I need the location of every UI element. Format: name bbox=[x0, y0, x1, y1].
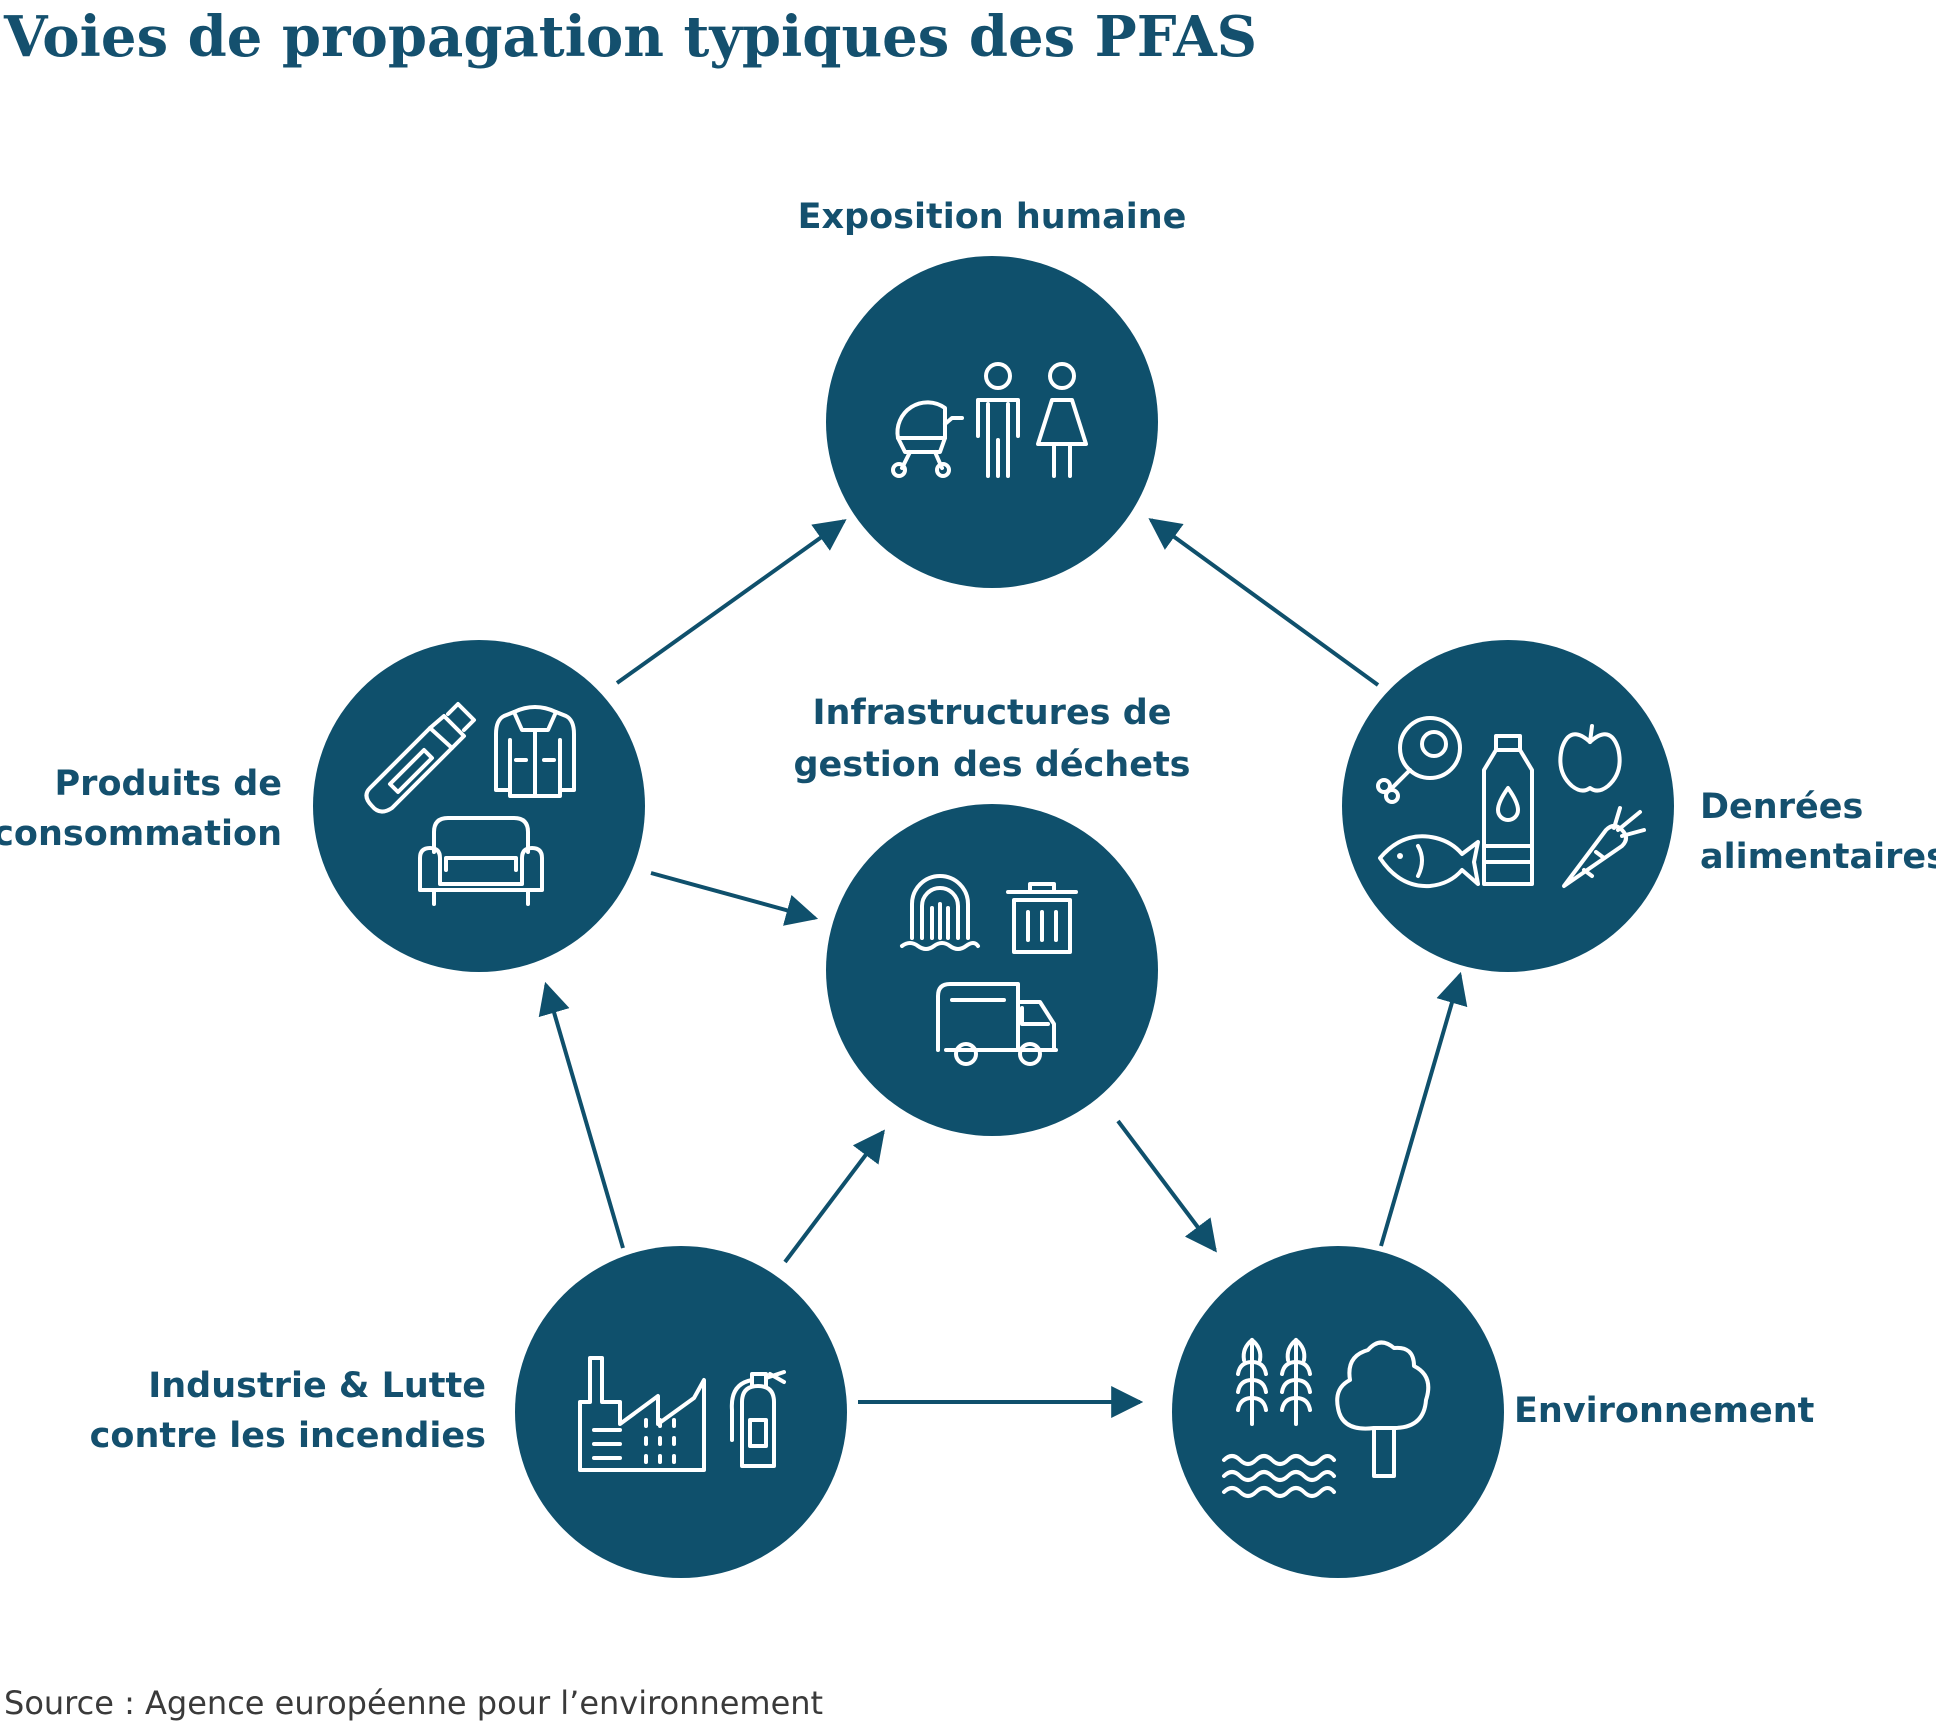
jacket-icon bbox=[494, 705, 576, 798]
edge-food-human bbox=[1148, 518, 1380, 687]
edge-environment-food bbox=[1379, 971, 1468, 1247]
sewage-icon bbox=[900, 874, 980, 951]
node-label-line-1: Produits de bbox=[55, 764, 282, 804]
node-label-line-1: Denrées bbox=[1700, 787, 1863, 827]
node-environment: Environnement bbox=[1172, 1246, 1814, 1578]
node-label-line-2: consommation bbox=[0, 814, 282, 854]
man-icon bbox=[976, 362, 1020, 478]
bottle-icon bbox=[1482, 734, 1534, 886]
woman-icon bbox=[1036, 362, 1088, 478]
carrot-icon bbox=[1562, 806, 1646, 888]
node-waste: Infrastructures de gestion des déchets bbox=[793, 693, 1191, 1136]
fish-icon bbox=[1378, 834, 1480, 889]
node-consumer: Produits de consommation bbox=[0, 640, 645, 972]
sofa-icon bbox=[418, 816, 544, 906]
node-label-line-1: Infrastructures de bbox=[813, 693, 1172, 733]
garbage-truck-icon bbox=[936, 982, 1058, 1066]
edge-industry-consumer bbox=[538, 981, 625, 1249]
node-industry: Industrie & Lutte contre les incendies bbox=[90, 1246, 847, 1578]
node-circle bbox=[826, 256, 1158, 588]
node-label-line-2: gestion des déchets bbox=[793, 745, 1190, 785]
page-title: Voies de propagation typiques des PFAS bbox=[3, 4, 1257, 70]
ham-icon bbox=[1376, 716, 1462, 804]
node-circle bbox=[515, 1246, 847, 1578]
node-circle bbox=[1342, 640, 1674, 972]
edge-consumer-human bbox=[615, 519, 847, 685]
apple-icon bbox=[1558, 724, 1622, 793]
water-icon bbox=[1222, 1454, 1336, 1498]
node-label-line-2: alimentaires bbox=[1700, 837, 1936, 877]
node-label: Environnement bbox=[1514, 1391, 1814, 1431]
node-label: Exposition humaine bbox=[798, 197, 1187, 237]
tube-icon bbox=[364, 702, 476, 814]
wheat-icon bbox=[1236, 1338, 1312, 1426]
baby-stroller-icon bbox=[891, 400, 964, 478]
edges bbox=[538, 518, 1468, 1418]
tree-icon bbox=[1335, 1340, 1431, 1478]
node-circle bbox=[826, 804, 1158, 1136]
fire-extinguisher-icon bbox=[729, 1370, 786, 1468]
node-label-line-1: Industrie & Lutte bbox=[148, 1366, 486, 1406]
edge-industry-waste bbox=[783, 1129, 885, 1264]
node-food: Denrées alimentaires bbox=[1342, 640, 1936, 972]
trash-bin-icon bbox=[1006, 882, 1078, 954]
node-label-line-2: contre les incendies bbox=[90, 1416, 486, 1456]
edge-consumer-waste bbox=[650, 871, 819, 926]
node-circle bbox=[313, 640, 645, 972]
source-note: Source : Agence européenne pour l’enviro… bbox=[4, 1684, 823, 1722]
factory-icon bbox=[578, 1356, 706, 1472]
edge-waste-environment bbox=[1116, 1119, 1217, 1253]
node-human: Exposition humaine bbox=[798, 197, 1187, 588]
